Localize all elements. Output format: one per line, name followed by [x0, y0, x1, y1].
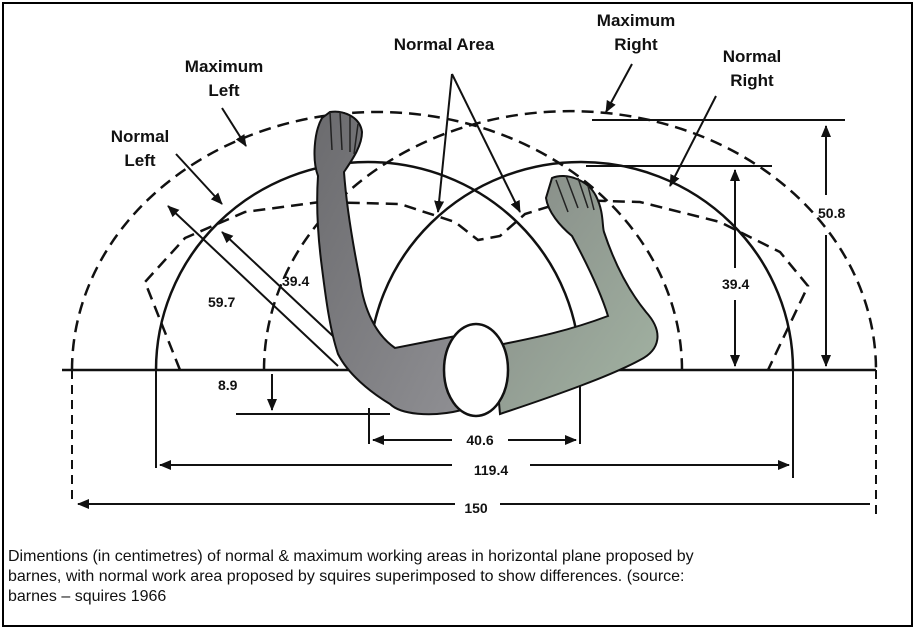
maximum-left-pointer — [221, 107, 247, 147]
human-figure — [313, 110, 659, 418]
diagram-frame — [2, 2, 913, 627]
left-arm — [313, 110, 464, 416]
dimension-50-8: 50.8 — [818, 205, 845, 221]
normal-left-arc — [154, 160, 582, 371]
normal-area-pointer-2 — [451, 73, 521, 213]
maximum-left-label-line1: Maximum — [185, 57, 263, 76]
caption-line-2: barnes, with normal work area proposed b… — [8, 568, 685, 585]
dim-59-7-arrow — [167, 205, 339, 367]
head — [442, 322, 510, 418]
right-hand-fingers — [555, 175, 595, 213]
normal-area-pointer-1 — [434, 73, 453, 213]
squires-normal-area — [143, 198, 810, 371]
dim-39-left-arrow — [221, 231, 351, 353]
dimension-150: 150 — [464, 500, 488, 516]
maximum-right-arc — [262, 109, 878, 371]
dimension-39-4-right: 39.4 — [722, 276, 749, 292]
dimension-40-6: 40.6 — [466, 432, 493, 448]
figure-caption: Dimentions (in centimetres) of normal & … — [8, 547, 913, 607]
normal-right-arc — [367, 160, 795, 371]
normal-left-pointer — [175, 153, 223, 205]
normal-left-label-line1: Normal — [111, 127, 170, 146]
caption-line-3: barnes – squires 1966 — [8, 588, 167, 605]
dimension-39-4-left: 39.4 — [282, 273, 309, 289]
maximum-left-arc — [70, 110, 684, 371]
maximum-left-label-line2: Left — [208, 81, 240, 100]
right-arm — [492, 175, 659, 416]
normal-left-label-line2: Left — [124, 151, 156, 170]
normal-right-pointer — [669, 95, 717, 187]
normal-area-label: Normal Area — [394, 35, 495, 54]
maximum-right-label-line1: Maximum — [597, 11, 675, 30]
caption-line-1: Dimentions (in centimetres) of normal & … — [8, 548, 694, 565]
maximum-right-label-line2: Right — [614, 35, 658, 54]
left-hand-fingers — [329, 111, 359, 155]
dimension-8-9: 8.9 — [218, 377, 238, 393]
normal-right-label-line2: Right — [730, 71, 774, 90]
dimension-119-4: 119.4 — [474, 462, 508, 478]
dimension-59-7: 59.7 — [208, 294, 235, 310]
normal-right-label-line1: Normal — [723, 47, 782, 66]
maximum-right-pointer — [605, 63, 633, 113]
